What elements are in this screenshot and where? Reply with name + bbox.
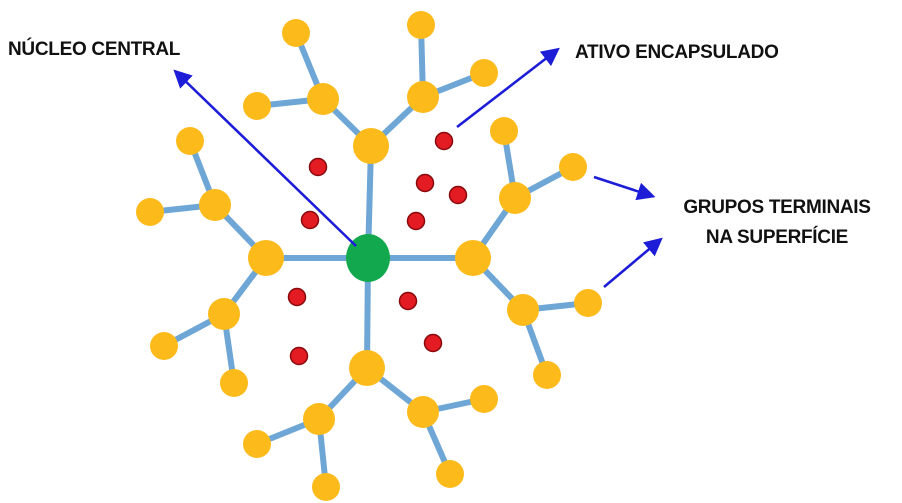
branch-nodes	[136, 11, 602, 501]
active-molecule	[423, 333, 443, 353]
node-gen1-top	[353, 128, 389, 164]
arrow-terminal-upper	[593, 175, 656, 201]
terminal-node	[243, 92, 271, 120]
active-molecule	[287, 287, 307, 307]
terminal-node	[533, 361, 561, 389]
active-molecule	[448, 185, 468, 205]
terminal-node	[490, 117, 518, 145]
label-central-core: NÚCLEO CENTRAL	[8, 38, 181, 60]
terminal-node	[470, 385, 498, 413]
node-gen2	[407, 396, 439, 428]
terminal-node	[574, 289, 602, 317]
arrow-terminal-lower	[603, 237, 663, 288]
node-gen2	[507, 294, 539, 326]
terminal-node	[559, 153, 587, 181]
node-gen2	[407, 81, 439, 113]
arrow-encapsulated	[456, 47, 560, 129]
label-encapsulated-active: ATIVO ENCAPSULADO	[575, 42, 779, 63]
terminal-node	[436, 460, 464, 488]
terminal-node	[407, 11, 435, 39]
active-molecule	[398, 291, 418, 311]
label-terminal-groups-line2: NA SUPERFÍCIE	[706, 226, 848, 248]
label-terminal-groups-line1: GRUPOS TERMINAIS	[683, 197, 870, 218]
central-core	[346, 234, 390, 282]
terminal-node	[220, 369, 248, 397]
node-gen1-bottom	[349, 350, 385, 386]
node-gen2	[499, 182, 531, 214]
terminal-node	[176, 127, 204, 155]
active-molecule	[308, 157, 328, 177]
terminal-node	[243, 430, 271, 458]
terminal-node	[136, 198, 164, 226]
terminal-node	[470, 59, 498, 87]
encapsulated-actives	[287, 131, 468, 366]
terminal-node	[312, 473, 340, 501]
node-gen1-right	[455, 240, 491, 276]
active-molecule	[434, 131, 454, 151]
node-gen2	[307, 83, 339, 115]
pointer-arrows	[173, 47, 663, 288]
active-molecule	[300, 210, 320, 230]
active-molecule	[289, 346, 309, 366]
node-gen2	[208, 298, 240, 330]
terminal-node	[150, 332, 178, 360]
active-molecule	[415, 173, 435, 193]
node-gen2	[303, 403, 335, 435]
active-molecule	[406, 211, 426, 231]
terminal-node	[282, 19, 310, 47]
node-gen1-left	[248, 240, 284, 276]
node-gen2	[199, 189, 231, 221]
arrow-core	[173, 69, 357, 247]
